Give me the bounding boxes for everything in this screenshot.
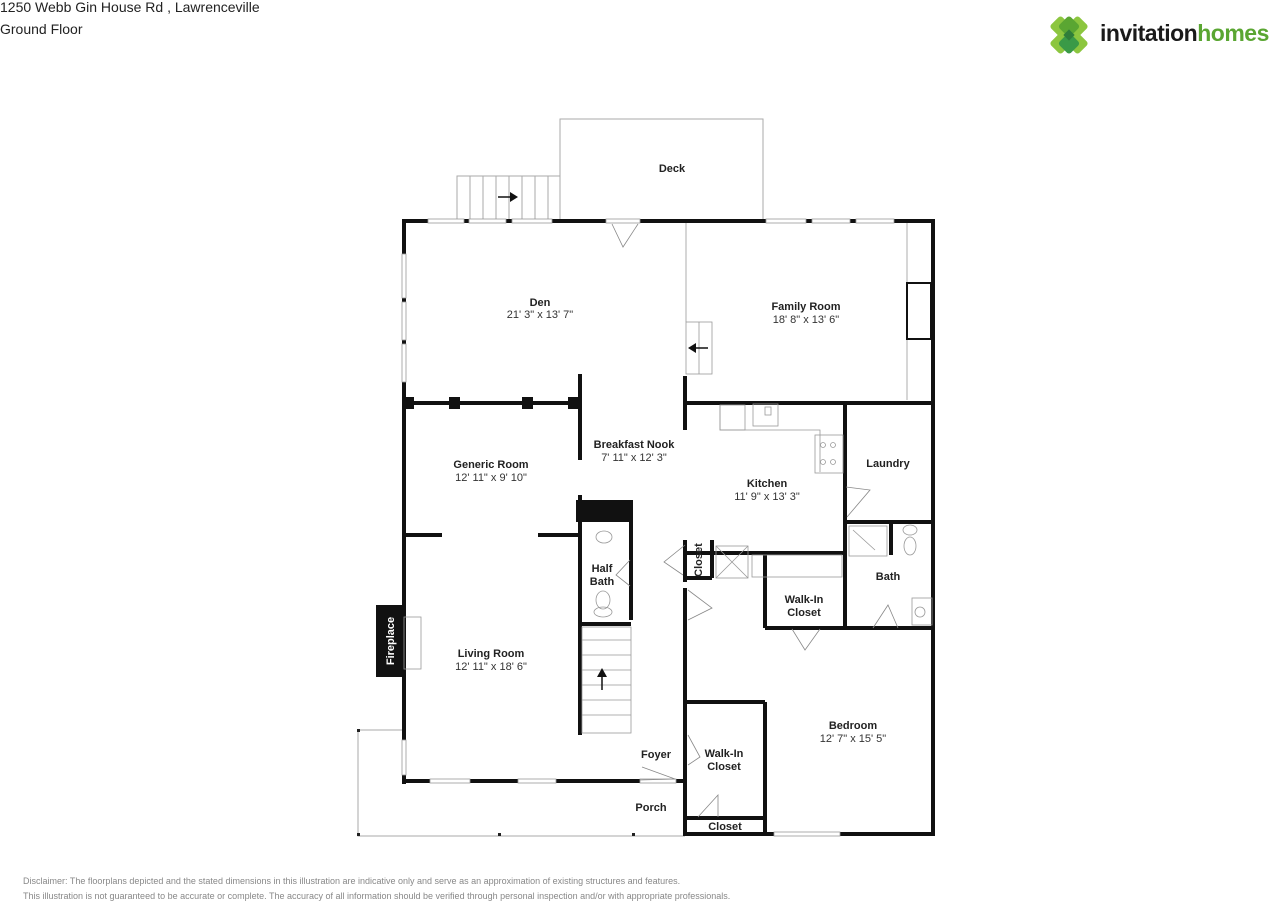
- stairs-arrow-up-icon: [597, 668, 607, 690]
- family-room-features: [685, 223, 932, 400]
- logo-leaf-icon: [1050, 16, 1088, 54]
- bedroom-dims: 12' 7" x 15' 5": [820, 733, 887, 745]
- disclaimer-line-2: This illustration is not guaranteed to b…: [23, 891, 731, 901]
- generic-room-dims: 12' 11" x 9' 10": [455, 472, 527, 484]
- deck-label: Deck: [659, 163, 686, 175]
- walkin-closet-lower-label-2: Closet: [707, 761, 741, 773]
- laundry-label: Laundry: [866, 458, 910, 470]
- windows: [401, 218, 895, 837]
- fireplace-label: Fireplace: [385, 617, 397, 665]
- breakfast-nook-dims: 7' 11" x 12' 3": [601, 452, 667, 464]
- closet-kitchen-label: Closet: [693, 543, 705, 577]
- interior-walls: [404, 374, 933, 834]
- family-room-dims: 18' 8" x 13' 6": [773, 314, 840, 326]
- bath-fixtures: [848, 524, 933, 626]
- interior-stairs: [581, 626, 632, 734]
- closet-bottom-label: Closet: [708, 821, 742, 833]
- family-room-label: Family Room: [771, 301, 840, 313]
- floor-label: Ground Floor: [0, 21, 83, 37]
- living-room-dims: 12' 11" x 18' 6": [455, 661, 527, 673]
- den-dims: 21' 3" x 13' 7": [507, 309, 574, 321]
- exterior-stairs: [456, 175, 561, 221]
- kitchen-dims: 11' 9" x 13' 3": [734, 491, 800, 503]
- fireplace: Fireplace: [376, 605, 422, 677]
- walkin-closet-lower-label-1: Walk-In: [705, 748, 744, 760]
- foyer-label: Foyer: [641, 749, 672, 761]
- den-door: [611, 223, 639, 248]
- breakfast-nook-label: Breakfast Nook: [594, 439, 676, 451]
- kitchen-counters: [715, 403, 844, 579]
- half-bath-label-1: Half: [592, 563, 613, 575]
- den-label: Den: [530, 297, 551, 309]
- invitation-homes-logo: invitationhomes: [1044, 12, 1280, 58]
- porch: [357, 729, 685, 837]
- stairs-arrow-right-icon: [498, 192, 518, 202]
- property-address: 1250 Webb Gin House Rd , Lawrenceville: [0, 0, 260, 15]
- logo-word-invitation: invitation: [1100, 20, 1198, 46]
- half-bath-label-2: Bath: [590, 576, 615, 588]
- walkin-closet-upper-label-1: Walk-In: [785, 594, 824, 606]
- walkin-closet-upper-label-2: Closet: [787, 607, 821, 619]
- kitchen-label: Kitchen: [747, 478, 788, 490]
- stairs-arrow-left-icon: [688, 343, 708, 353]
- generic-room-label: Generic Room: [453, 459, 528, 471]
- disclaimer-line-1: Disclaimer: The floorplans depicted and …: [23, 876, 681, 886]
- door-swings: [615, 486, 899, 818]
- bedroom-label: Bedroom: [829, 720, 878, 732]
- logo-word-homes: homes: [1197, 20, 1269, 46]
- bath-label: Bath: [876, 571, 901, 583]
- living-room-label: Living Room: [458, 648, 525, 660]
- half-bath-fixtures: [593, 530, 613, 618]
- porch-label: Porch: [635, 802, 666, 814]
- wall-posts: [404, 397, 631, 522]
